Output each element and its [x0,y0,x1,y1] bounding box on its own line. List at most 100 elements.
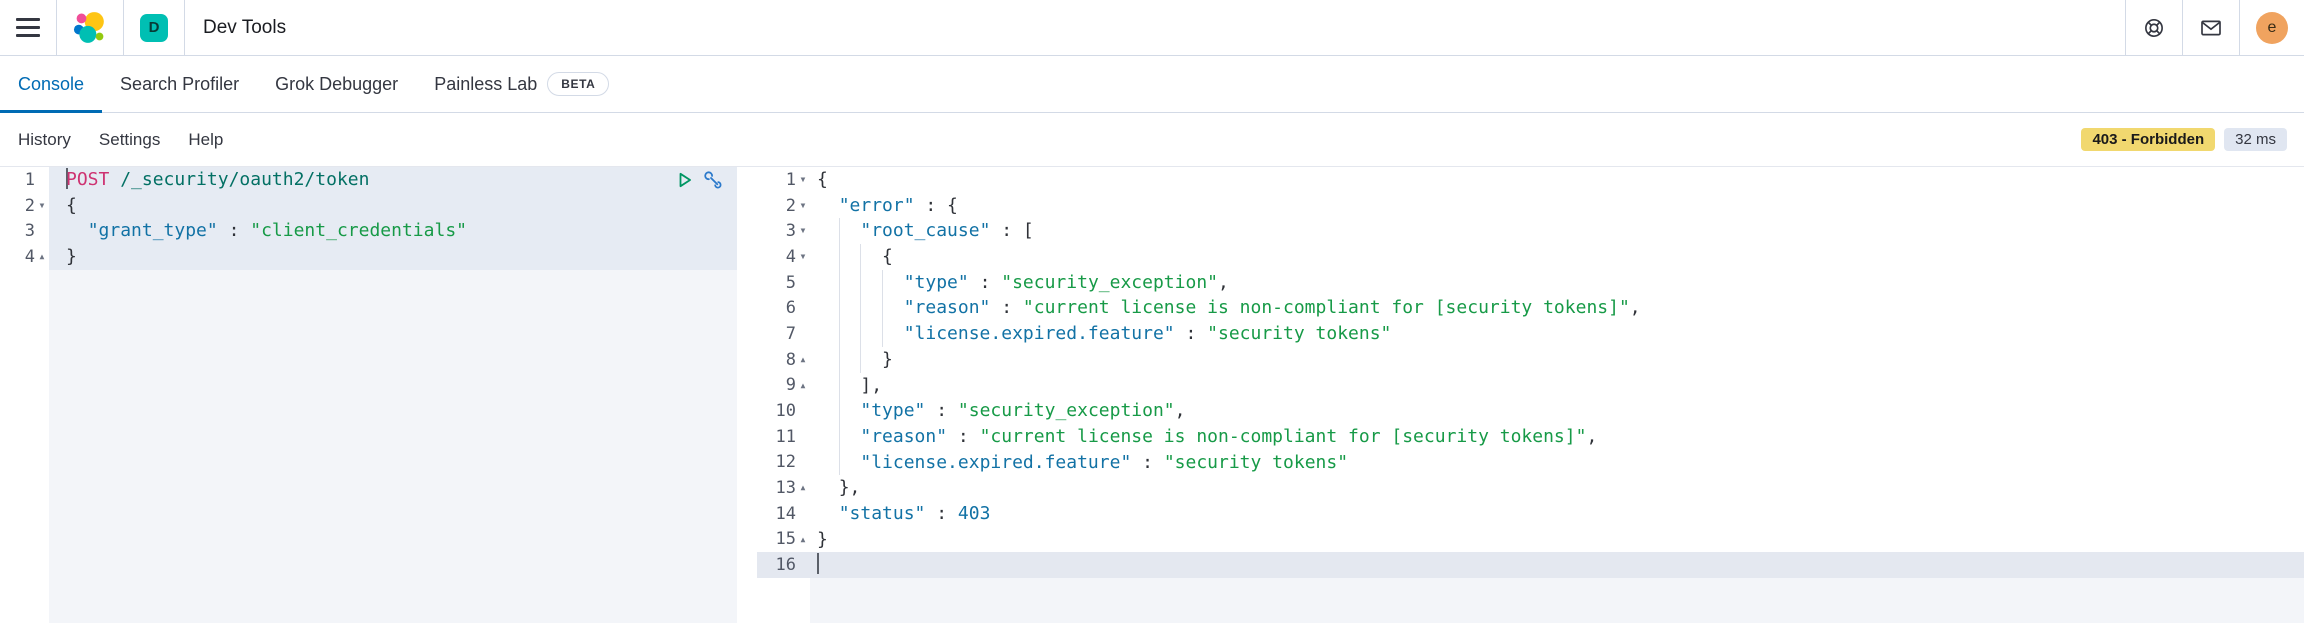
user-avatar[interactable]: e [2256,11,2288,44]
line-number: 4▾ [757,244,810,270]
code-line: 4▴} [0,244,737,270]
code-text[interactable]: "type" : "security_exception", [810,269,2304,296]
editor-empty-area[interactable] [0,269,737,623]
line-number: 14 [757,500,810,527]
line-number: 12 [757,449,810,476]
menu-history[interactable]: History [18,129,71,149]
fold-close-icon[interactable]: ▴ [799,377,807,392]
divider [184,0,185,55]
line-number: 2▾ [0,192,49,219]
code-line: 9▴ ], [757,372,2304,399]
menu-settings[interactable]: Settings [98,129,161,149]
response-viewer[interactable]: 1▾{2▾ "error" : {3▾ "root_cause" : [4▾ {… [757,167,2304,623]
code-text[interactable]: { [810,244,2304,270]
fold-open-icon[interactable]: ▾ [38,197,46,212]
tab-console[interactable]: Console [0,56,103,113]
divider [2239,0,2240,55]
code-text[interactable]: "error" : { [838,194,958,216]
code-text[interactable]: "reason" : "current license is non-compl… [810,423,2304,450]
code-text[interactable]: }, [838,477,861,499]
fold-close-icon[interactable]: ▴ [38,249,46,264]
code-line: 6 "reason" : "current license is non-com… [757,295,2304,322]
fold-close-icon[interactable]: ▴ [799,531,807,546]
menu-help[interactable]: Help [188,129,224,149]
text-cursor [817,553,819,575]
tab-label: Grok Debugger [275,73,399,94]
top-navbar: D Dev Tools [0,0,2304,56]
line-number: 3 [0,218,49,245]
tab-search-profiler[interactable]: Search Profiler [102,56,257,112]
fold-close-icon[interactable]: ▴ [799,480,807,495]
tab-grok-debugger[interactable]: Grok Debugger [257,56,416,112]
code-line: 5 "type" : "security_exception", [757,269,2304,296]
line-number: 10 [757,398,810,424]
code-line: 10 "type" : "security_exception", [757,398,2304,424]
line-number: 13▴ [757,475,810,501]
help-icon[interactable] [2142,16,2166,40]
tab-label: Console [18,73,85,94]
code-line: 4▾ { [757,244,2304,270]
fold-open-icon[interactable]: ▾ [799,249,807,264]
email-icon[interactable] [2199,16,2223,40]
code-text[interactable]: "license.expired.feature" : "security to… [810,321,2304,347]
code-text[interactable]: } [49,244,737,270]
console-toolbar: History Settings Help 403 - Forbidden 32 m… [0,113,2304,166]
divider [2125,0,2126,55]
code-line: 7 "license.expired.feature" : "security … [757,321,2304,347]
divider [123,0,124,55]
menu-icon[interactable] [16,18,40,37]
fold-open-icon[interactable]: ▾ [799,172,807,186]
code-text[interactable]: } [810,346,2304,373]
status-badge: 403 - Forbidden [2081,128,2216,151]
space-avatar[interactable]: D [140,13,168,42]
elastic-logo[interactable] [73,11,107,45]
code-text[interactable]: } [817,528,828,550]
console-menus: History Settings Help [4,130,237,150]
line-number: 1 [0,167,49,193]
tab-label: Painless Lab [434,73,538,94]
divider [2182,0,2183,55]
text-cursor [66,168,68,189]
tab-painless-lab[interactable]: Painless Lab BETA [416,56,627,112]
code-text[interactable]: "reason" : "current license is non-compl… [810,295,2304,322]
divider [56,0,57,55]
devtools-tabs: Console Search Profiler Grok Debugger Painl… [0,56,2304,113]
code-text[interactable]: POST /_security/oauth2/token [49,167,737,193]
send-request-icon[interactable] [675,170,695,190]
code-text[interactable]: "license.expired.feature" : "security to… [810,449,2304,476]
editor-empty-area[interactable] [757,578,2304,623]
code-text[interactable]: { [817,169,828,190]
code-text[interactable]: "status" : 403 [838,502,991,524]
line-number: 4▴ [0,244,49,270]
code-line: 8▴ } [757,346,2304,373]
code-text[interactable]: ], [810,372,2304,399]
code-line: 11 "reason" : "current license is non-co… [757,423,2304,450]
code-text[interactable]: "grant_type" : "client_credentials" [49,218,737,245]
fold-open-icon[interactable]: ▾ [799,223,807,238]
line-number: 5 [757,269,810,296]
code-line: 3 "grant_type" : "client_credentials" [0,218,737,245]
fold-open-icon[interactable]: ▾ [799,197,807,212]
code-text[interactable]: { [49,192,737,219]
code-line: 1▾{ [757,167,2304,193]
line-number: 2▾ [757,192,810,219]
pane-resize-handle[interactable] [737,167,757,623]
code-text[interactable]: "type" : "security_exception", [810,398,2304,424]
response-time-badge: 32 ms [2224,128,2287,151]
page-title: Dev Tools [203,16,287,38]
code-line: 2▾{ [0,192,737,219]
code-line: 14 "status" : 403 [757,500,2304,527]
tab-label: Search Profiler [120,73,240,94]
code-text[interactable] [810,552,2304,578]
line-number: 11 [757,423,810,450]
code-line: 15▴} [757,526,2304,553]
line-number: 7 [757,321,810,347]
code-text[interactable]: "root_cause" : [ [810,218,2304,245]
request-options-wrench-icon[interactable] [703,170,723,190]
beta-badge: BETA [547,72,610,96]
fold-close-icon[interactable]: ▴ [799,351,807,366]
